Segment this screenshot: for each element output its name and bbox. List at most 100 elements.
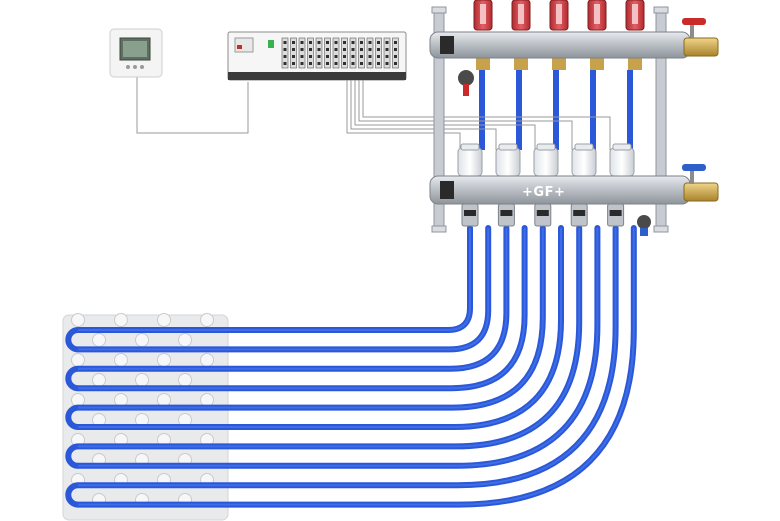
flowmeter-nut [514, 58, 528, 70]
terminal-block [358, 37, 365, 69]
manifold-brand-logo: +GF+ [522, 185, 565, 200]
actuator-head [571, 147, 597, 177]
terminal-block [315, 37, 323, 69]
terminal-screw [368, 62, 372, 65]
terminal-screw [394, 48, 397, 51]
pipe-highlight [78, 228, 526, 390]
panel-stud [200, 353, 214, 367]
flowmeter-window [594, 4, 600, 24]
terminal-screw [309, 48, 312, 51]
ball-valve-blue-icon [682, 164, 719, 202]
terminal-screw [292, 62, 295, 65]
terminal-screw [343, 62, 346, 65]
terminal-screw [317, 62, 321, 65]
terminal-screw [283, 62, 287, 65]
terminal-screw [385, 62, 389, 65]
terminal-screw [360, 41, 363, 44]
flowmeter-window [480, 4, 486, 24]
control-wiring [136, 75, 611, 150]
actuator-head [457, 147, 483, 177]
terminal-screw [292, 41, 295, 44]
terminal-screw [385, 41, 389, 44]
terminal-screw [283, 48, 287, 51]
flowmeters [473, 0, 645, 70]
terminal-screw [343, 41, 346, 44]
fitting-nut [573, 210, 586, 216]
terminal-screw [292, 48, 295, 51]
pipe-highlight [78, 228, 617, 487]
terminal-screw [351, 62, 355, 65]
terminal-screw [360, 48, 363, 51]
terminal-screw [300, 48, 304, 51]
terminal-screw [394, 62, 397, 65]
terminal-screw [334, 55, 338, 58]
terminal-block [281, 37, 289, 69]
pipe-highlight [78, 228, 635, 506]
flowmeter-nut [476, 58, 490, 70]
flowmeter-window [556, 4, 562, 24]
actuator-cap [498, 143, 518, 151]
fitting-nut [536, 210, 549, 216]
manifold-bracket [431, 6, 669, 233]
flowmeter-nut [628, 58, 642, 70]
terminal-screw [326, 62, 329, 65]
panel-stud [157, 393, 171, 407]
panel-stud [114, 353, 128, 367]
terminal-screw [368, 41, 372, 44]
pipe-bend [65, 482, 79, 508]
terminal-screw [394, 41, 397, 44]
terminal-screw [385, 48, 389, 51]
terminal-screw [309, 55, 312, 58]
terminal-block [290, 37, 297, 69]
pipe-bend [65, 365, 79, 392]
panel-stud [200, 313, 214, 327]
terminal-screw [360, 55, 363, 58]
terminal-screw [377, 41, 380, 44]
terminal-screw [377, 48, 380, 51]
terminal-block [349, 37, 357, 69]
terminal-screw [317, 41, 321, 44]
terminal-screw [351, 48, 355, 51]
terminal-screw [283, 41, 287, 44]
terminal-screw [351, 41, 355, 44]
return-manifold-bar: +GF+ [429, 164, 719, 236]
pipe-bend [65, 443, 79, 469]
terminal-block [307, 37, 314, 69]
terminal-screw [326, 48, 329, 51]
terminal-screw [377, 55, 380, 58]
panel-stud [71, 393, 85, 407]
terminal-screw [334, 41, 338, 44]
terminal-block [324, 37, 331, 69]
fitting-nut [609, 210, 622, 216]
panel-stud [92, 373, 106, 387]
terminal-screw [368, 55, 372, 58]
panel-stud [178, 373, 192, 387]
flowmeter-window [518, 4, 524, 24]
terminal-screw [343, 48, 346, 51]
actuator-cap [612, 143, 632, 151]
panel-stud [92, 333, 106, 347]
terminal-block [383, 37, 391, 69]
actuator-head [609, 147, 635, 177]
flowmeter-nut [590, 58, 604, 70]
terminal-screw [326, 41, 329, 44]
terminal-screw [309, 41, 312, 44]
terminal-block [332, 37, 340, 69]
supply-manifold-bar [429, 18, 719, 96]
terminal-screw [368, 48, 372, 51]
panel-stud [114, 313, 128, 327]
pipe-highlight [78, 228, 508, 370]
drain-valve-red [463, 84, 469, 96]
wiring-center-icon [227, 31, 407, 81]
terminal-screw [334, 48, 338, 51]
pipe-highlight [78, 228, 471, 331]
pipe-highlight [78, 228, 599, 467]
terminal-screw [317, 48, 321, 51]
terminal-block [298, 37, 306, 69]
actuator-head [533, 147, 559, 177]
pipe-highlight [78, 228, 581, 448]
actuator-cap [574, 143, 594, 151]
flowmeter-nut [552, 58, 566, 70]
terminal-block [392, 37, 399, 69]
